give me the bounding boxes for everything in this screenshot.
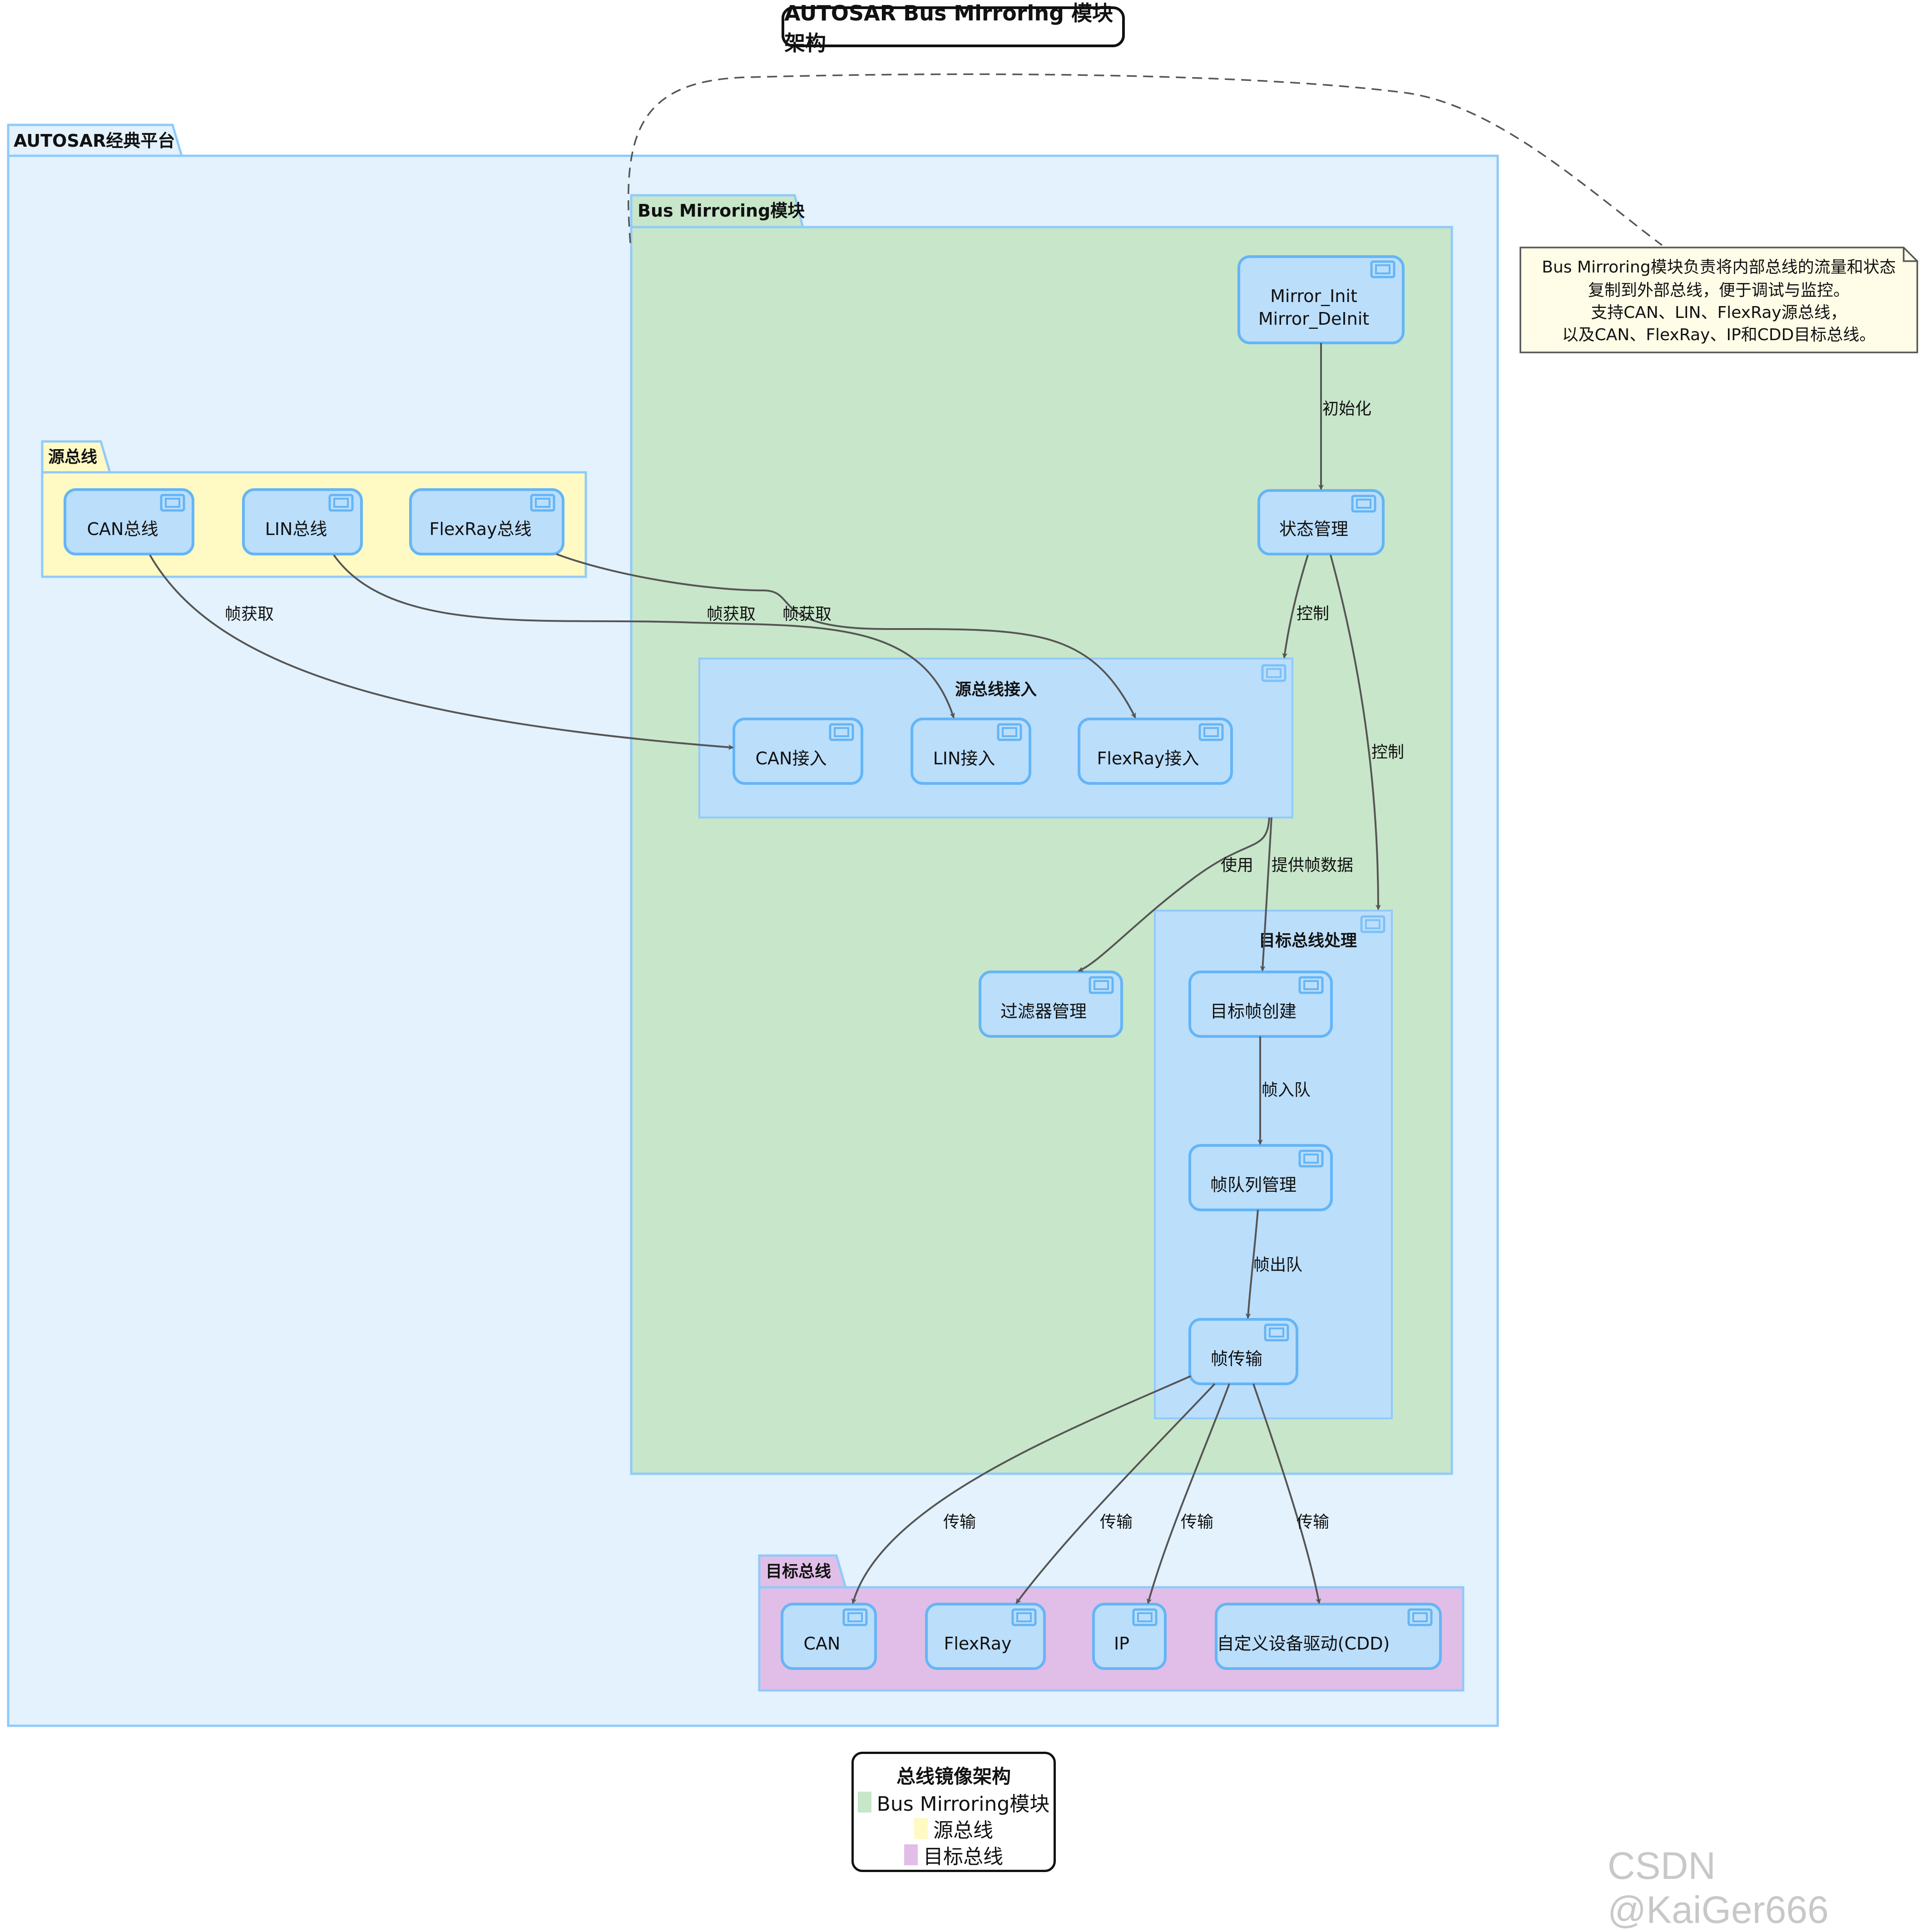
can-access-label: CAN接入 [756, 748, 827, 768]
note: Bus Mirroring模块负责将内部总线的流量和状态 复制到外部总线，便于调… [628, 73, 1918, 353]
edge-label-enqueue: 帧入队 [1262, 1081, 1311, 1100]
edge-label-flexray-fetch: 帧获取 [782, 605, 831, 624]
mirror-deinit-label: Mirror_DeInit [1258, 309, 1369, 329]
edge-label-dequeue: 帧出队 [1253, 1256, 1302, 1274]
component-mirror-init[interactable]: Mirror_Init Mirror_DeInit [1237, 255, 1405, 344]
edge-label-tx-cdd: 传输 [1297, 1513, 1329, 1531]
edge-label-tx-ip: 传输 [1181, 1513, 1213, 1531]
platform-label: AUTOSAR经典平台 [14, 131, 175, 151]
edge-tx-can [851, 1375, 1191, 1604]
legend-item-module: Bus Mirroring模块 [854, 1789, 1054, 1816]
edge-label-init: 初始化 [1322, 400, 1371, 418]
component-target-flexray[interactable]: FlexRay [925, 1603, 1046, 1670]
can-bus-label: CAN总线 [87, 519, 158, 539]
component-filter-management[interactable]: 过滤器管理 [979, 971, 1123, 1038]
edge-use [1078, 817, 1270, 972]
component-target-frame-create[interactable]: 目标帧创建 [1188, 971, 1333, 1038]
legend-label: 目标总线 [923, 1845, 1003, 1868]
edge-label-tx-can: 传输 [943, 1513, 976, 1531]
component-can-bus[interactable]: CAN总线 [64, 488, 194, 555]
edge-tx-flexray [1015, 1383, 1216, 1604]
edge-label-control-access: 控制 [1297, 604, 1329, 623]
frame-queue-management-label: 帧队列管理 [1210, 1175, 1297, 1195]
source-access-label: 源总线接入 [955, 680, 1037, 699]
component-state-management[interactable]: 状态管理 [1257, 489, 1385, 555]
lin-access-label: LIN接入 [933, 748, 995, 768]
watermark: CSDN @KaiGer666 [1608, 1844, 1829, 1931]
edge-label-control-target: 控制 [1371, 743, 1404, 762]
legend-item-target: 目标总线 [854, 1842, 1054, 1868]
flexray-access-label: FlexRay接入 [1097, 748, 1199, 768]
note-line-3: 支持CAN、LIN、FlexRay源总线， [1591, 303, 1846, 322]
component-lin-access[interactable]: LIN接入 [911, 718, 1031, 785]
legend-label: Bus Mirroring模块 [876, 1793, 1050, 1816]
component-target-can[interactable]: CAN [781, 1603, 877, 1670]
legend-label: 源总线 [933, 1819, 993, 1842]
target-ip-label: IP [1114, 1634, 1129, 1654]
legend-item-source: 源总线 [854, 1815, 1054, 1842]
note-line-4: 以及CAN、FlexRay、IP和CDD目标总线。 [1562, 326, 1876, 344]
target-cdd-label: 自定义设备驱动(CDD) [1217, 1634, 1390, 1654]
edge-control-target [1330, 555, 1381, 910]
target-processing-label: 目标总线处理 [1259, 931, 1357, 950]
component-flexray-bus[interactable]: FlexRay总线 [409, 488, 564, 555]
note-line-1: Bus Mirroring模块负责将内部总线的流量和状态 [1542, 258, 1895, 277]
component-target-ip[interactable]: IP [1092, 1603, 1167, 1670]
module-label: Bus Mirroring模块 [638, 201, 805, 221]
edge-label-can-fetch: 帧获取 [225, 605, 274, 624]
legend-swatch [857, 1792, 871, 1813]
edge-tx-cdd [1252, 1383, 1321, 1604]
target-can-label: CAN [804, 1634, 841, 1654]
component-can-access[interactable]: CAN接入 [732, 718, 863, 785]
target-frame-create-label: 目标帧创建 [1210, 1001, 1297, 1021]
flexray-bus-label: FlexRay总线 [430, 519, 532, 539]
source-bus-label: 源总线 [48, 448, 97, 466]
diagram-title: AUTOSAR Bus Mirroring 模块架构 [782, 1, 1125, 55]
legend: 总线镜像架构 Bus Mirroring模块 源总线 目标总线 [851, 1752, 1056, 1872]
component-flexray-access[interactable]: FlexRay接入 [1078, 718, 1233, 785]
filter-management-label: 过滤器管理 [1000, 1001, 1087, 1021]
component-frame-transmit[interactable]: 帧传输 [1188, 1318, 1298, 1385]
component-lin-bus[interactable]: LIN总线 [242, 488, 363, 555]
target-bus-label: 目标总线 [766, 1562, 831, 1581]
edge-label-lin-fetch: 帧获取 [707, 605, 756, 624]
mirror-init-label: Mirror_Init [1270, 286, 1357, 306]
target-flexray-label: FlexRay [944, 1634, 1012, 1654]
legend-title: 总线镜像架构 [896, 1765, 1011, 1788]
note-line-2: 复制到外部总线，便于调试与监控。 [1588, 281, 1850, 300]
edge-provide-data [1260, 817, 1272, 971]
edge-control-access [1282, 555, 1309, 659]
edge-label-use: 使用 [1221, 856, 1253, 875]
state-management-label: 状态管理 [1279, 519, 1348, 539]
lin-bus-label: LIN总线 [265, 519, 327, 539]
component-target-cdd[interactable]: 自定义设备驱动(CDD) [1215, 1603, 1442, 1670]
legend-swatch [904, 1844, 918, 1865]
edge-label-tx-flexray: 传输 [1100, 1513, 1133, 1531]
edge-tx-ip [1146, 1383, 1230, 1604]
edge-lin-fetch [333, 554, 955, 718]
component-frame-queue-management[interactable]: 帧队列管理 [1188, 1144, 1333, 1211]
edge-dequeue [1245, 1209, 1259, 1319]
edge-can-fetch [149, 554, 734, 750]
legend-swatch [914, 1818, 928, 1839]
edge-label-provide-data: 提供帧数据 [1272, 856, 1353, 875]
note-connector [628, 73, 1663, 246]
frame-transmit-label: 帧传输 [1211, 1349, 1262, 1369]
edge-flexray-fetch [556, 553, 1136, 718]
